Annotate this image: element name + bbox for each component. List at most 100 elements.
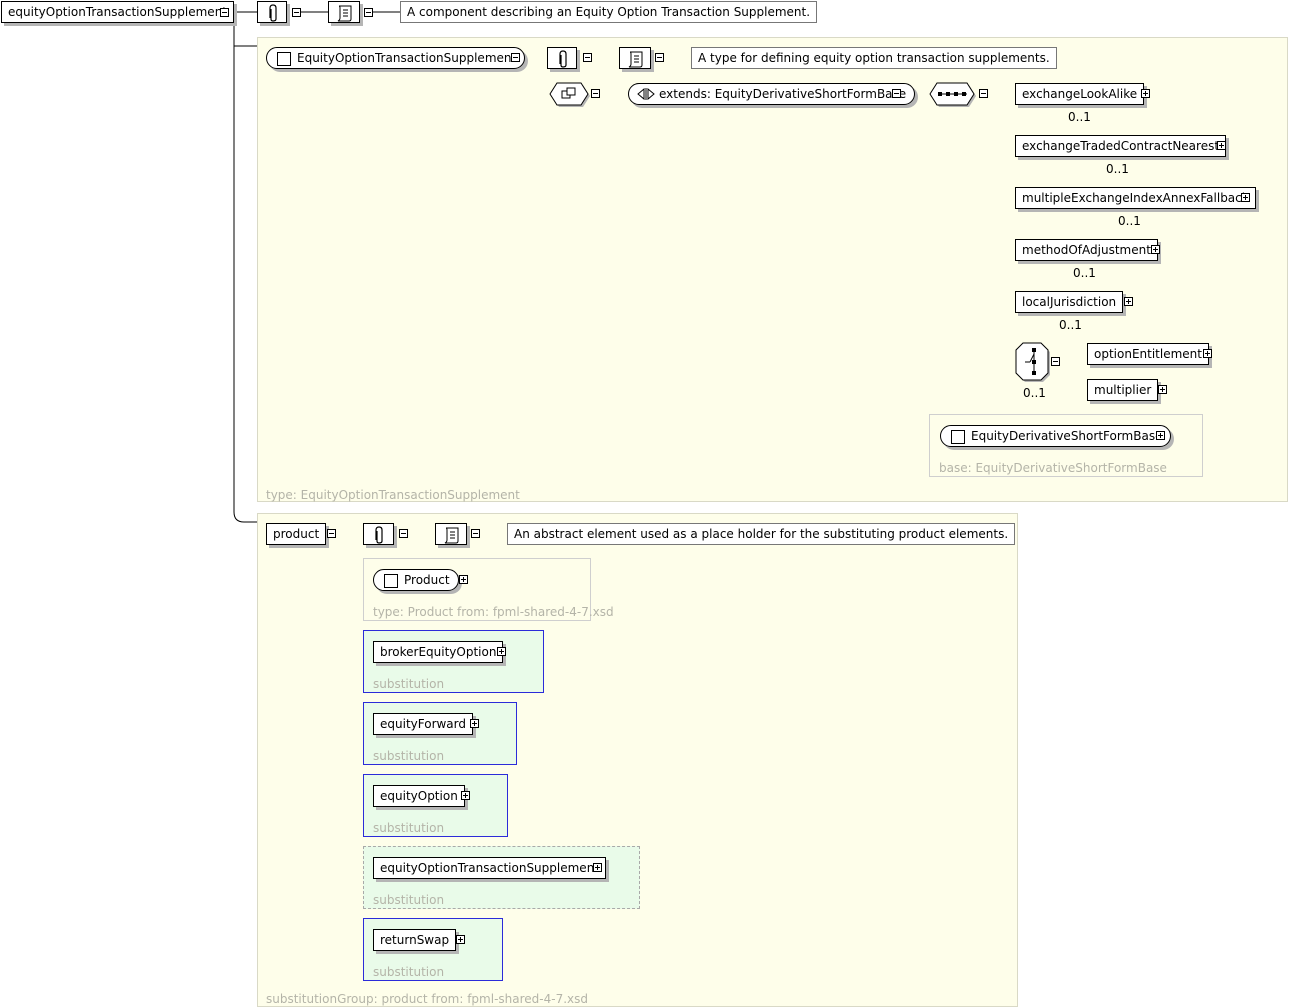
expand-toggle[interactable] — [1203, 349, 1212, 358]
paperclip-icon — [269, 4, 277, 22]
complex-type-label: EquityOptionTransactionSupplement — [297, 51, 517, 65]
expand-toggle[interactable] — [1241, 193, 1250, 202]
paperclip-icon — [375, 526, 383, 544]
expand-toggle[interactable] — [1141, 89, 1150, 98]
complex-content-icon[interactable] — [548, 82, 590, 108]
product-element[interactable]: product — [266, 523, 327, 545]
collapse-toggle[interactable] — [1051, 357, 1060, 366]
element-label: exchangeLookAlike — [1022, 87, 1138, 101]
element-label: exchangeTradedContractNearest — [1022, 139, 1220, 153]
scroll-icon — [444, 527, 459, 544]
product-documentation: An abstract element used as a place hold… — [507, 523, 1016, 545]
element-exchange-traded-contract-nearest[interactable]: exchangeTradedContractNearest — [1015, 135, 1227, 157]
base-type-node[interactable]: EquityDerivativeShortFormBase — [940, 425, 1172, 447]
cardinality-label: 0..1 — [1073, 266, 1096, 280]
paperclip-icon — [559, 50, 567, 68]
expand-toggle[interactable] — [470, 719, 479, 728]
element-multiplier[interactable]: multiplier — [1087, 379, 1159, 401]
complex-type-documentation-text: A type for defining equity option transa… — [698, 51, 1050, 65]
element-label: multipleExchangeIndexAnnexFallback — [1022, 191, 1249, 205]
cardinality-label: 0..1 — [1059, 318, 1082, 332]
product-element-label: product — [273, 527, 320, 541]
documentation-node[interactable] — [619, 47, 651, 69]
expand-toggle[interactable] — [1124, 297, 1133, 306]
collapse-toggle[interactable] — [655, 53, 664, 62]
extension-label: extends: EquityDerivativeShortFormBase — [659, 87, 907, 101]
choice-compositor-icon[interactable] — [1015, 342, 1053, 384]
element-label: methodOfAdjustment — [1022, 243, 1151, 257]
substitution-label: substitution — [373, 821, 445, 835]
root-documentation: A component describing an Equity Option … — [400, 1, 818, 23]
expand-toggle[interactable] — [1156, 431, 1165, 440]
expand-toggle[interactable] — [1158, 385, 1167, 394]
expand-toggle[interactable] — [459, 575, 468, 584]
element-multiple-exchange-index-annex-fallback[interactable]: multipleExchangeIndexAnnexFallback — [1015, 187, 1256, 209]
expand-toggle[interactable] — [1151, 245, 1160, 254]
root-documentation-text: A component describing an Equity Option … — [407, 5, 811, 19]
collapse-toggle[interactable] — [979, 89, 988, 98]
element-label: optionEntitlement — [1094, 347, 1202, 361]
collapse-toggle[interactable] — [591, 89, 600, 98]
collapse-toggle[interactable] — [220, 8, 229, 17]
substitution-label: substitution — [373, 749, 445, 763]
substitution-equity-option[interactable]: equityOption — [373, 785, 465, 807]
substitution-label: substitution — [373, 893, 445, 907]
annotation-node[interactable] — [363, 523, 394, 545]
collapse-toggle[interactable] — [399, 529, 408, 538]
element-label: equityOptionTransactionSupplement — [380, 861, 599, 875]
substitution-equity-forward[interactable]: equityForward — [373, 713, 474, 735]
product-type-node[interactable]: Product — [373, 569, 459, 591]
collapse-toggle[interactable] — [583, 53, 592, 62]
expand-toggle[interactable] — [1217, 141, 1226, 150]
expand-toggle[interactable] — [497, 647, 506, 656]
collapse-toggle[interactable] — [511, 53, 520, 62]
annotation-node[interactable] — [257, 1, 287, 23]
collapse-toggle[interactable] — [292, 8, 301, 17]
complex-type-documentation: A type for defining equity option transa… — [691, 47, 1057, 69]
expand-toggle[interactable] — [593, 863, 602, 872]
cardinality-label: 0..1 — [1106, 162, 1129, 176]
root-element-label: equityOptionTransactionSupplement — [8, 5, 227, 19]
element-exchange-look-alike[interactable]: exchangeLookAlike — [1015, 83, 1145, 105]
scroll-icon — [337, 5, 352, 22]
sequence-compositor-icon[interactable] — [929, 82, 979, 108]
scroll-icon — [628, 51, 643, 68]
cardinality-label: 0..1 — [1068, 110, 1091, 124]
substitution-broker-equity-option[interactable]: brokerEquityOption — [373, 641, 504, 663]
expand-toggle[interactable] — [456, 935, 465, 944]
element-method-of-adjustment[interactable]: methodOfAdjustment — [1015, 239, 1158, 261]
base-type-panel-label: base: EquityDerivativeShortFormBase — [939, 461, 1167, 475]
collapse-toggle[interactable] — [327, 529, 336, 538]
substitution-label: substitution — [373, 965, 445, 979]
root-element[interactable]: equityOptionTransactionSupplement — [1, 1, 234, 23]
product-type-panel-label: type: Product from: fpml-shared-4-7.xsd — [373, 605, 614, 619]
substitution-return-swap[interactable]: returnSwap — [373, 929, 457, 951]
expand-toggle[interactable] — [461, 791, 470, 800]
element-label: equityOption — [380, 789, 458, 803]
element-option-entitlement[interactable]: optionEntitlement — [1087, 343, 1209, 365]
element-local-jurisdiction[interactable]: localJurisdiction — [1015, 291, 1124, 313]
collapse-toggle[interactable] — [892, 89, 901, 98]
documentation-node[interactable] — [435, 523, 467, 545]
element-label: multiplier — [1094, 383, 1152, 397]
product-documentation-text: An abstract element used as a place hold… — [514, 527, 1009, 541]
element-label: equityForward — [380, 717, 467, 731]
base-type-label: EquityDerivativeShortFormBase — [971, 429, 1163, 443]
substitution-label: substitution — [373, 677, 445, 691]
element-label: brokerEquityOption — [380, 645, 497, 659]
substitution-group-panel-label: substitutionGroup: product from: fpml-sh… — [266, 992, 588, 1006]
cardinality-label: 0..1 — [1118, 214, 1141, 228]
product-type-label: Product — [404, 573, 450, 587]
collapse-toggle[interactable] — [364, 8, 373, 17]
extension-icon — [637, 88, 655, 101]
element-label: localJurisdiction — [1022, 295, 1117, 309]
extension-node[interactable]: extends: EquityDerivativeShortFormBase — [628, 83, 916, 105]
complex-type-panel-label: type: EquityOptionTransactionSupplement — [266, 488, 520, 502]
documentation-node[interactable] — [328, 1, 360, 23]
element-label: returnSwap — [380, 933, 450, 947]
annotation-node[interactable] — [547, 47, 577, 69]
collapse-toggle[interactable] — [471, 529, 480, 538]
substitution-equity-option-transaction-supplement[interactable]: equityOptionTransactionSupplement — [373, 857, 606, 879]
complex-type-node[interactable]: EquityOptionTransactionSupplement — [266, 47, 526, 69]
cardinality-label: 0..1 — [1023, 386, 1046, 400]
